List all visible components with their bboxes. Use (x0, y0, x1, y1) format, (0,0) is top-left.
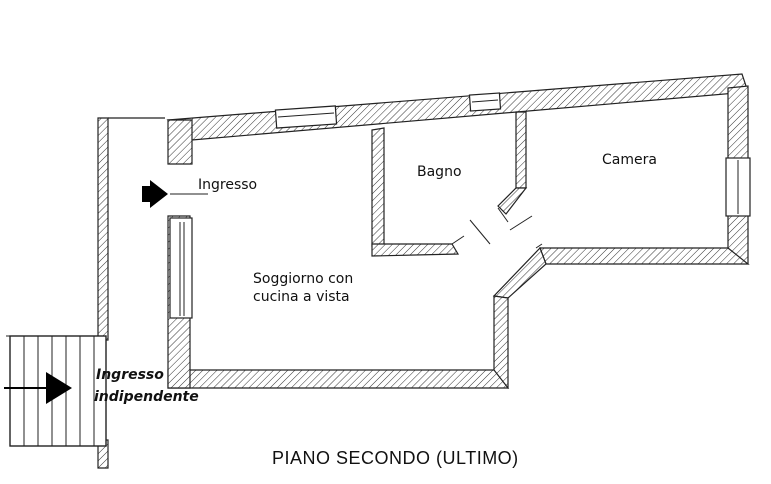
room-label-camera: Camera (602, 152, 657, 168)
room-label-soggiorno-line2: cucina a vista (253, 289, 350, 305)
windows (169, 92, 751, 319)
external-entrance-label-line1: Ingresso (96, 367, 164, 383)
room-label-ingresso: Ingresso (198, 177, 258, 193)
doors (451, 207, 543, 249)
room-label-bagno: Bagno (417, 164, 462, 180)
stair-arrow-icon (4, 372, 72, 404)
room-label-soggiorno-line1: Soggiorno con (253, 271, 354, 287)
apartment-walls (166, 73, 750, 389)
entrance-arrow-icon (142, 180, 208, 208)
page-title: PIANO SECONDO (ULTIMO) (272, 448, 519, 468)
external-walls (97, 117, 165, 469)
external-entrance-label-line2: indipendente (94, 389, 199, 405)
